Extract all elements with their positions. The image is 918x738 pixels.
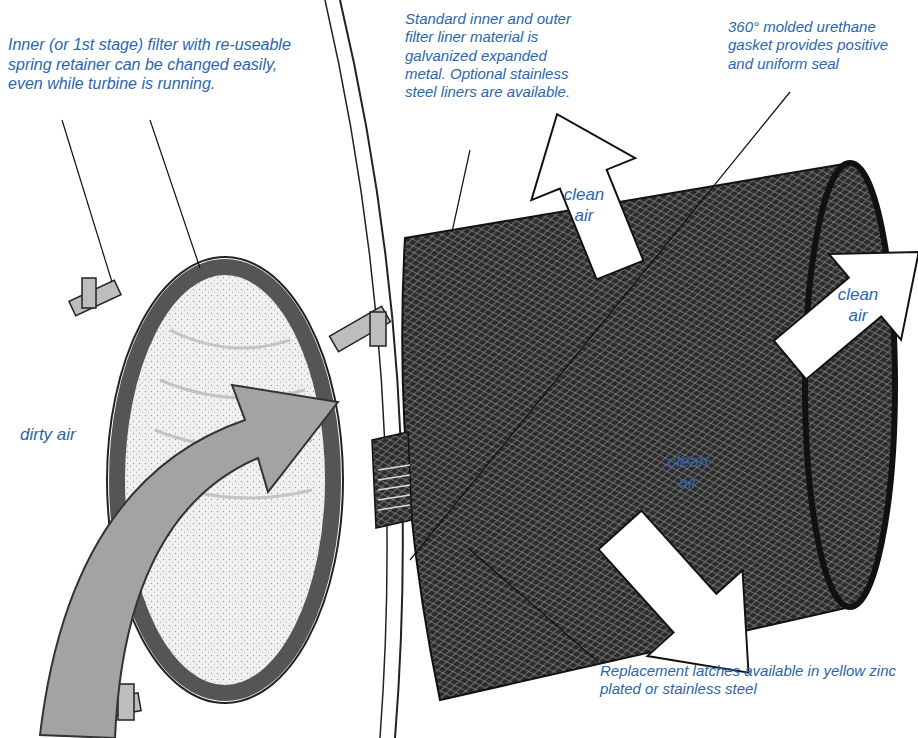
leader-line (62, 92, 790, 662)
gasket-end (805, 163, 895, 607)
housing-wall (325, 0, 387, 738)
media-pleats (378, 465, 410, 510)
clean-air-arrow (754, 209, 918, 403)
callout-note: Standard inner and outer filter liner ma… (405, 10, 590, 101)
callout-note: 360° molded urethane gasket provides pos… (728, 18, 908, 73)
callout-note: Inner (or 1st stage) filter with re-usea… (8, 35, 308, 94)
housing-wall (340, 0, 403, 738)
media-cutaway (372, 432, 412, 528)
flow-label: clean air (556, 185, 612, 226)
latch (330, 306, 391, 352)
latch (69, 278, 121, 316)
callout-note: Replacement latches available in yellow … (600, 662, 900, 699)
retainer-ring (107, 257, 343, 703)
flow-label: dirty air (20, 425, 76, 446)
mesh-liner (402, 163, 895, 700)
clean-air-arrow (505, 93, 672, 291)
flow-label: clean air (660, 452, 716, 493)
dirty-air-arrow (40, 385, 338, 738)
flow-label: clean air (830, 285, 886, 326)
